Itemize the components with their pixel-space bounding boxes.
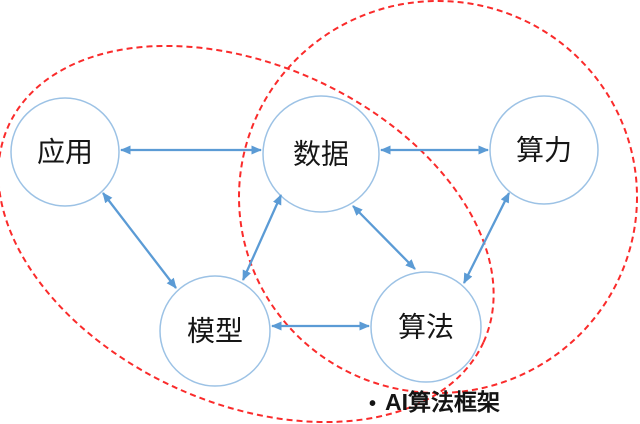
node-suanli-label: 算力 xyxy=(516,135,572,166)
edge-shuju-suanfa xyxy=(352,205,416,270)
node-shuju-label: 数据 xyxy=(293,139,349,170)
bullet-icon: • xyxy=(369,393,377,415)
caption-text: AI算法框架 xyxy=(385,389,501,415)
node-yingyong-circle xyxy=(10,97,120,207)
edge-suanli-suanfa xyxy=(462,192,511,284)
node-yingyong-label: 应用 xyxy=(37,137,93,168)
caption: • AI算法框架 xyxy=(369,383,500,417)
node-moxing-label: 模型 xyxy=(187,316,243,347)
node-suanfa-label: 算法 xyxy=(398,312,454,343)
group-left-outline xyxy=(0,44,495,424)
edge-yingyong-moxing xyxy=(102,192,177,289)
node-moxing-circle xyxy=(159,275,271,387)
node-suanfa-circle xyxy=(370,271,482,383)
edge-shuju-moxing xyxy=(241,194,283,281)
node-suanli-circle xyxy=(489,95,599,205)
group-right-outline xyxy=(238,0,638,394)
edges-layer xyxy=(102,145,511,331)
node-shuju-circle xyxy=(262,95,380,213)
